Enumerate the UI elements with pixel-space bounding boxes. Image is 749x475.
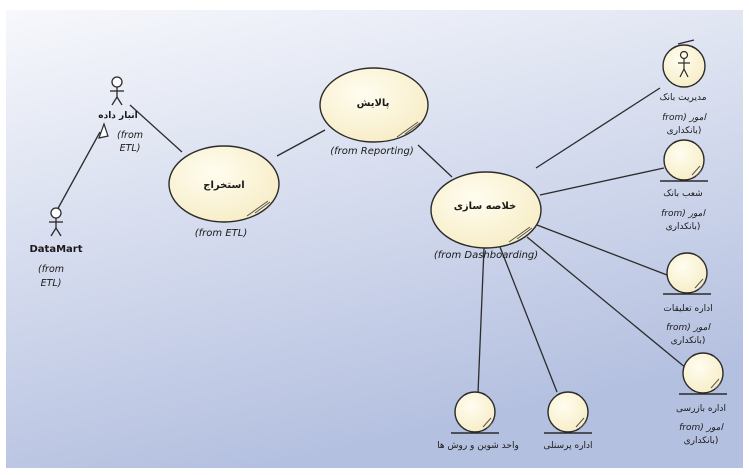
methods-unit-label: واحد شوین و روش ها [437, 441, 519, 451]
link-datawarehouse-extraction [129, 104, 183, 153]
generalization-arrowhead [98, 122, 109, 139]
usecase-summarization-package: (from Dashboarding) [434, 250, 538, 261]
bank-branches-label: شعب بانک [663, 189, 702, 199]
actor-head-icon [50, 207, 62, 219]
usecase-cleansing-package: (from Reporting) [330, 146, 414, 157]
actor-head-icon [111, 76, 123, 88]
actor-data-warehouse-label: انبار داده [98, 111, 137, 121]
usecase-summarization[interactable] [430, 171, 542, 249]
actor-datamart-label: DataMart [30, 244, 83, 255]
link-extraction-cleansing [276, 129, 326, 157]
personnel-office-label: اداره پرسنلی [543, 441, 592, 451]
link-cleansing-summarization [417, 144, 453, 178]
claims-office-package-line2: بانکداری) [671, 336, 706, 346]
business-worker-methods-unit[interactable] [451, 391, 499, 434]
actor-datamart [49, 207, 63, 237]
business-worker-bank-branches[interactable] [660, 139, 708, 182]
usecase-summarization-label: خلاصه سازی [454, 201, 517, 212]
claims-office-package-line1: from) امور [666, 323, 711, 333]
bank-branches-package-line1: from) امور [661, 209, 706, 219]
business-worker-audit-office[interactable] [679, 352, 727, 395]
actor-datamart-package-line2: ETL) [41, 278, 62, 289]
link-summarization-bank-branches [539, 167, 665, 196]
actor-datamart-package-line1: (from [38, 264, 64, 275]
usecase-cleansing[interactable] [319, 67, 429, 143]
link-summarization-methods-unit [477, 247, 485, 394]
audit-office-label: اداره بازرسی [676, 404, 726, 414]
link-summarization-claims-office [536, 224, 668, 276]
association-lines [55, 87, 687, 394]
usecase-cleansing-label: پالایش [357, 98, 390, 109]
claims-office-label: اداره تعلیقات [663, 304, 712, 314]
link-summarization-audit-office [526, 236, 687, 369]
audit-office-package-line2: بانکداری) [684, 436, 719, 446]
business-worker-claims-office[interactable] [663, 252, 711, 295]
actor-data-warehouse-package-line1: (from [117, 130, 143, 141]
business-worker-personnel-office[interactable] [544, 391, 592, 434]
bank-management-package-line2: بانکداری) [667, 126, 702, 136]
generalization-datamart-datawarehouse [55, 131, 101, 213]
usecase-extraction-package: (from ETL) [195, 228, 247, 239]
usecase-extraction[interactable] [168, 145, 280, 223]
bank-management-package-line1: from) امور [662, 113, 707, 123]
bank-branches-package-line2: بانکداری) [666, 222, 701, 232]
audit-office-package-line1: from) امور [679, 423, 724, 433]
link-summarization-bank-management [535, 87, 661, 169]
link-summarization-personnel-office [499, 246, 558, 393]
business-actor-bank-management[interactable] [662, 39, 706, 88]
actor-data-warehouse-package-line2: ETL) [120, 143, 141, 154]
actor-data-warehouse [110, 76, 124, 106]
person-icon [678, 50, 690, 78]
bank-management-label: مدیریت بانک [659, 93, 706, 103]
usecase-extraction-label: استخراج [203, 180, 244, 191]
